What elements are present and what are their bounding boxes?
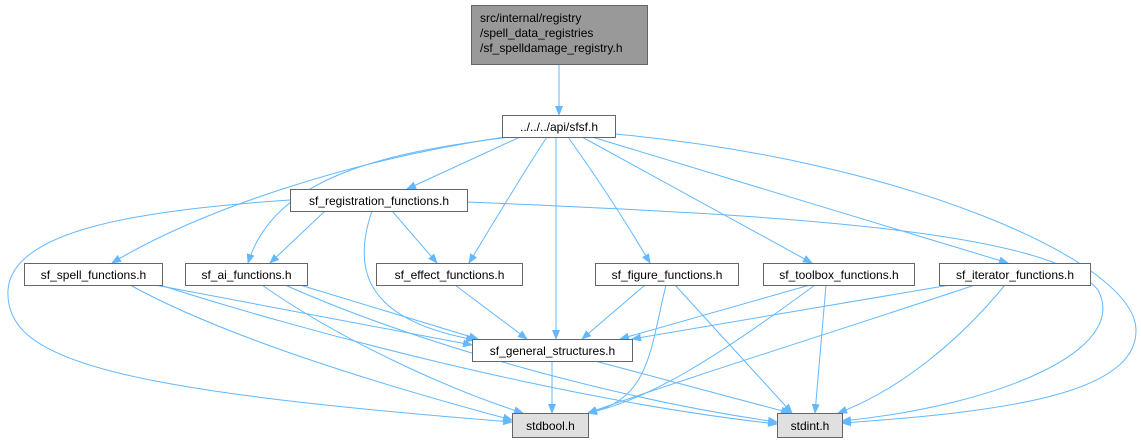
node-box-iterator (939, 263, 1091, 286)
edge-iterator-to-general (631, 284, 951, 342)
node-stdbool: stdbool.h (512, 413, 589, 438)
node-box-figure (595, 263, 739, 286)
node-ai[interactable]: sf_ai_functions.h (185, 263, 308, 286)
edge-reg-to-stdint (466, 201, 1104, 425)
edge-ai-to-stdbool (261, 284, 524, 415)
edge-toolbox-to-general (619, 284, 811, 341)
node-label-spell: sf_spell_functions.h (41, 268, 146, 282)
edge-general-to-stdint (594, 360, 791, 415)
edge-sfsf-to-toolbox (581, 136, 813, 264)
edge-figure-to-stdint (674, 284, 793, 414)
edge-toolbox-to-stdint (811, 284, 827, 414)
edge-spell-to-stdbool (129, 284, 513, 422)
node-box-stdbool (512, 413, 589, 438)
edge-ai-to-general (299, 284, 479, 341)
node-root: src/internal/registry/spell_data_registr… (471, 5, 648, 65)
edge-sfsf-to-stdint (614, 133, 1137, 427)
node-box-stdint (777, 413, 843, 438)
edge-sfsf-to-reg (406, 136, 521, 190)
node-sfsf[interactable]: ../../../api/sfsf.h (502, 115, 616, 138)
node-label-stdbool: stdbool.h (526, 419, 575, 433)
edge-toolbox-to-stdbool (587, 284, 816, 416)
node-effect[interactable]: sf_effect_functions.h (376, 263, 523, 286)
edge-iterator-to-stdint (837, 284, 1006, 414)
edge-sfsf-to-iterator (591, 136, 1009, 265)
node-general[interactable]: sf_general_structures.h (472, 339, 633, 362)
node-box-general (472, 339, 633, 362)
edges-layer (7, 64, 1137, 427)
node-box-sfsf (502, 115, 616, 138)
node-label-root: src/internal/registry (480, 11, 581, 25)
node-box-root (471, 5, 648, 65)
node-label-reg: sf_registration_functions.h (309, 194, 449, 208)
nodes-layer: src/internal/registry/spell_data_registr… (24, 5, 1091, 438)
edge-ai-to-stdint (284, 284, 778, 425)
node-reg[interactable]: sf_registration_functions.h (290, 189, 468, 212)
node-box-toolbox (763, 263, 915, 286)
edge-figure-to-stdbool (587, 284, 667, 416)
node-box-spell (24, 263, 163, 286)
edge-reg-to-ai (269, 210, 326, 264)
edge-iterator-to-stdbool (587, 284, 976, 414)
node-label-stdint: stdint.h (791, 419, 830, 433)
node-label-figure: sf_figure_functions.h (612, 268, 723, 282)
node-box-effect (376, 263, 523, 286)
edge-spell-to-general (154, 284, 473, 348)
node-label-root: /spell_data_registries (480, 26, 593, 40)
node-label-sfsf: ../../../api/sfsf.h (520, 120, 598, 134)
edge-spell-to-stdint (159, 284, 778, 427)
node-spell[interactable]: sf_spell_functions.h (24, 263, 163, 286)
node-label-iterator: sf_iterator_functions.h (956, 268, 1074, 282)
edge-sfsf-to-figure (567, 136, 651, 264)
edge-reg-to-general (363, 210, 476, 343)
node-box-reg (290, 189, 468, 212)
node-box-ai (185, 263, 308, 286)
node-stdint: stdint.h (777, 413, 843, 438)
edge-sfsf-to-spell (111, 136, 506, 264)
node-figure[interactable]: sf_figure_functions.h (595, 263, 739, 286)
edge-reg-to-stdbool (7, 199, 513, 426)
edge-figure-to-general (581, 284, 646, 340)
edge-effect-to-general (454, 284, 528, 340)
edge-reg-to-effect (391, 210, 438, 264)
node-label-ai: sf_ai_functions.h (201, 268, 291, 282)
edge-sfsf-to-ai (246, 136, 511, 264)
node-label-root: /sf_spelldamage_registry.h (480, 41, 623, 55)
node-label-toolbox: sf_toolbox_functions.h (779, 268, 898, 282)
node-iterator[interactable]: sf_iterator_functions.h (939, 263, 1091, 286)
node-label-effect: sf_effect_functions.h (395, 268, 505, 282)
edge-sfsf-to-effect (468, 136, 548, 264)
node-toolbox[interactable]: sf_toolbox_functions.h (763, 263, 915, 286)
node-label-general: sf_general_structures.h (490, 344, 615, 358)
